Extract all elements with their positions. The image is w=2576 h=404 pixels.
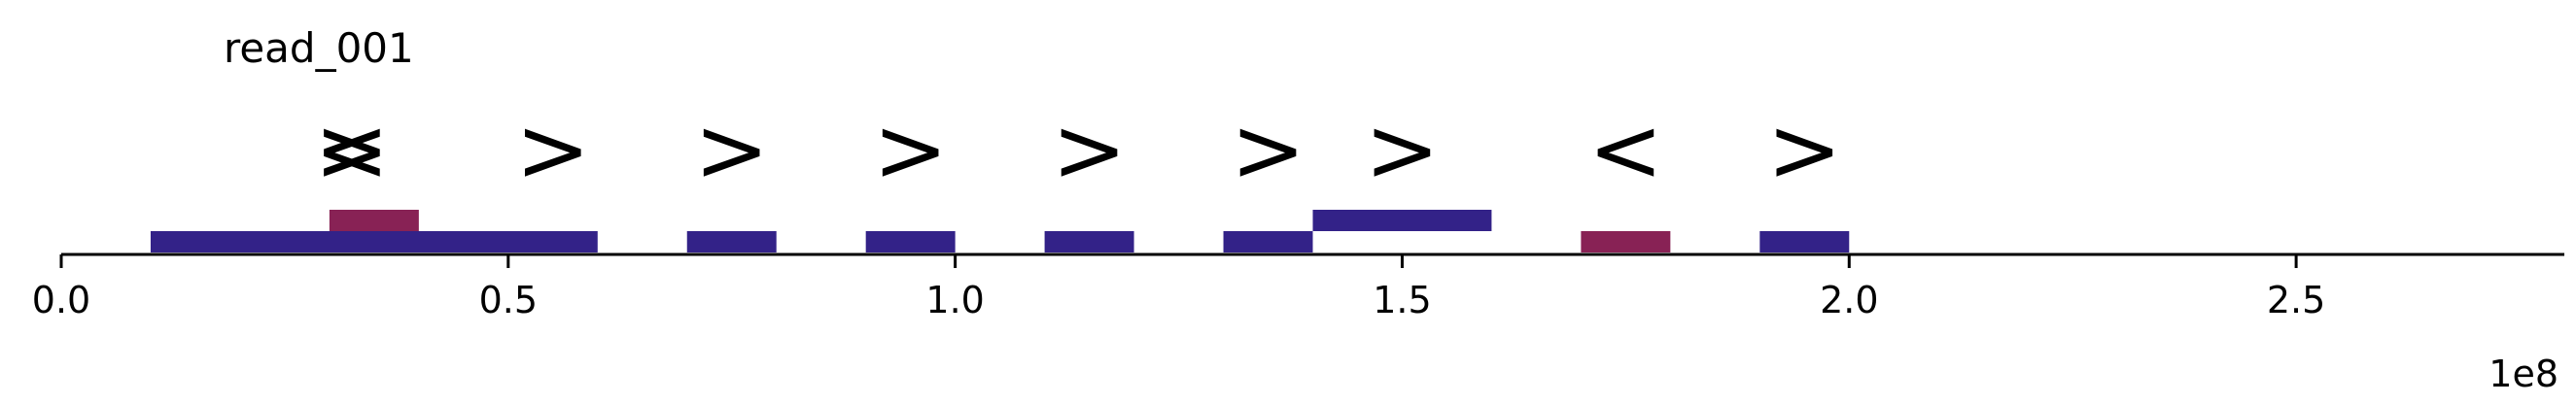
x-tick-label-2: 0.5 bbox=[479, 279, 538, 321]
segment-bar-5 bbox=[1044, 231, 1134, 252]
direction-marker-5: > bbox=[873, 98, 948, 202]
x-axis-offset-label: 1e8 bbox=[2489, 353, 2559, 395]
x-tick-label-6: 2.5 bbox=[2267, 279, 2325, 321]
direction-marker-9: < bbox=[1588, 98, 1663, 202]
segment-bar-2 bbox=[329, 210, 419, 231]
direction-marker-2: < bbox=[314, 98, 389, 202]
direction-marker-6: > bbox=[1052, 98, 1127, 202]
segment-bar-9 bbox=[1759, 231, 1850, 252]
segment-bar-6 bbox=[1223, 231, 1313, 252]
chart-title: read_001 bbox=[224, 24, 414, 72]
x-tick-label-4: 1.5 bbox=[1373, 279, 1431, 321]
x-tick-label-5: 2.0 bbox=[1820, 279, 1878, 321]
direction-marker-7: > bbox=[1231, 98, 1305, 202]
x-tick-label-3: 1.0 bbox=[925, 279, 984, 321]
direction-marker-10: > bbox=[1767, 98, 1842, 202]
segment-group bbox=[150, 210, 1850, 252]
segment-bar-8 bbox=[1581, 231, 1671, 252]
segment-bar-7 bbox=[1312, 210, 1492, 231]
segment-bar-3 bbox=[686, 231, 777, 252]
direction-marker-8: > bbox=[1365, 98, 1440, 202]
direction-marker-4: > bbox=[694, 98, 769, 202]
segment-bar-4 bbox=[865, 231, 956, 252]
x-axis-ticks: 0.0 0.5 1.0 1.5 2.0 2.5 bbox=[32, 254, 2325, 321]
direction-marker-group: ><>>>>>><> bbox=[314, 98, 1842, 202]
segment-bar-1 bbox=[150, 231, 598, 252]
x-tick-label-1: 0.0 bbox=[32, 279, 90, 321]
direction-marker-3: > bbox=[515, 98, 590, 202]
direction-marker-1: > bbox=[314, 98, 389, 202]
